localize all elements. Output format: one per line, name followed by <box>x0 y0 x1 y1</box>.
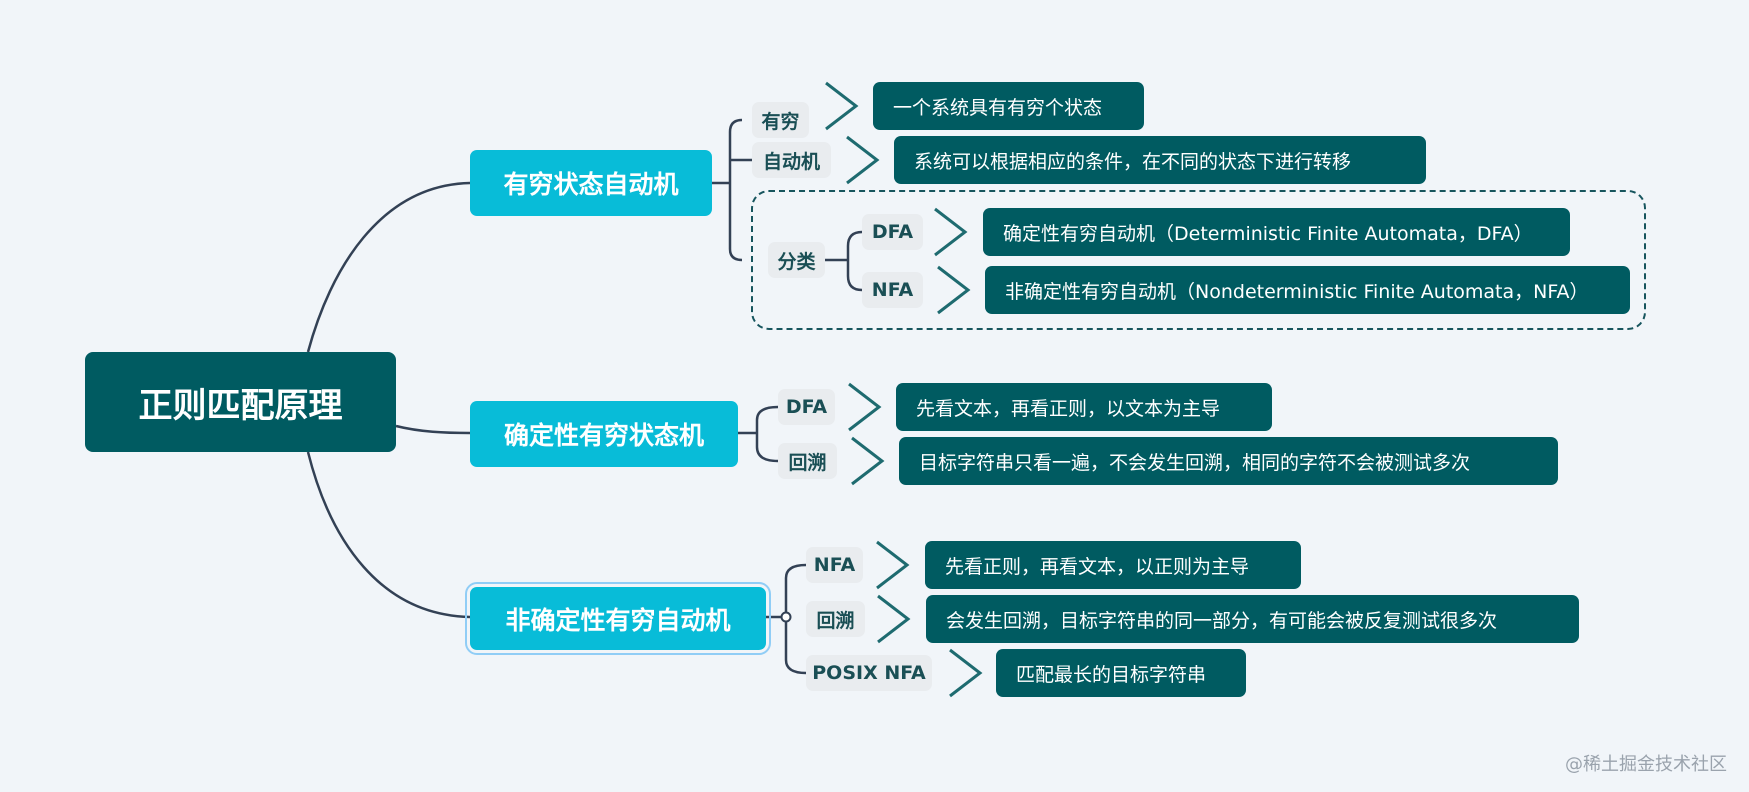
arrow-icon <box>825 81 859 131</box>
connector-root-branch2 <box>395 424 471 435</box>
connector-category-children <box>825 230 863 292</box>
category-group-frame <box>751 190 1646 330</box>
arrow-icon <box>846 135 880 185</box>
label-dfa[interactable]: DFA <box>862 214 923 250</box>
label-finite[interactable]: 有穷 <box>752 102 809 138</box>
root-node[interactable]: 正则匹配原理 <box>85 352 396 452</box>
label-nfa-type[interactable]: NFA <box>806 547 863 583</box>
branch-dfa[interactable]: 确定性有穷状态机 <box>470 401 738 467</box>
arrow-icon <box>876 540 910 590</box>
label-automaton[interactable]: 自动机 <box>752 142 831 178</box>
leaf-nfa-backtrack[interactable]: 会发生回溯，目标字符串的同一部分，有可能会被反复测试很多次 <box>926 595 1579 643</box>
leaf-posix-nfa[interactable]: 匹配最长的目标字符串 <box>996 649 1246 697</box>
leaf-automaton[interactable]: 系统可以根据相应的条件，在不同的状态下进行转移 <box>894 136 1426 184</box>
label-category[interactable]: 分类 <box>768 242 825 278</box>
label-posix-nfa[interactable]: POSIX NFA <box>806 655 932 691</box>
leaf-dfa-desc[interactable]: 先看文本，再看正则，以文本为主导 <box>896 383 1272 431</box>
leaf-nfa-desc[interactable]: 先看正则，再看文本，以正则为主导 <box>925 541 1301 589</box>
arrow-icon <box>848 382 882 432</box>
label-dfa-type[interactable]: DFA <box>778 389 835 425</box>
connector-root-branch3 <box>306 451 471 619</box>
branch-finite-automaton[interactable]: 有穷状态自动机 <box>470 150 712 216</box>
branch-nfa[interactable]: 非确定性有穷自动机 <box>465 582 771 655</box>
watermark: @稀土掘金技术社区 <box>1565 754 1727 775</box>
leaf-dfa-definition[interactable]: 确定性有穷自动机（Deterministic Finite Automata，D… <box>983 208 1570 256</box>
connector-branch1-items <box>712 118 752 262</box>
connector-root-branch1 <box>306 181 471 353</box>
leaf-finite[interactable]: 一个系统具有有穷个状态 <box>873 82 1144 130</box>
label-nfa-backtrack[interactable]: 回溯 <box>806 601 865 637</box>
label-dfa-backtrack[interactable]: 回溯 <box>778 443 837 479</box>
arrow-icon <box>949 648 983 698</box>
arrow-icon <box>934 207 968 257</box>
arrow-icon <box>851 436 885 486</box>
label-nfa[interactable]: NFA <box>862 272 923 308</box>
arrow-icon <box>877 594 911 644</box>
leaf-nfa-definition[interactable]: 非确定性有穷自动机（Nondeterministic Finite Automa… <box>985 266 1630 314</box>
arrow-icon <box>937 265 971 315</box>
leaf-dfa-backtrack[interactable]: 目标字符串只看一遍，不会发生回溯，相同的字符不会被测试多次 <box>899 437 1558 485</box>
connector-branch2-items <box>738 405 779 463</box>
